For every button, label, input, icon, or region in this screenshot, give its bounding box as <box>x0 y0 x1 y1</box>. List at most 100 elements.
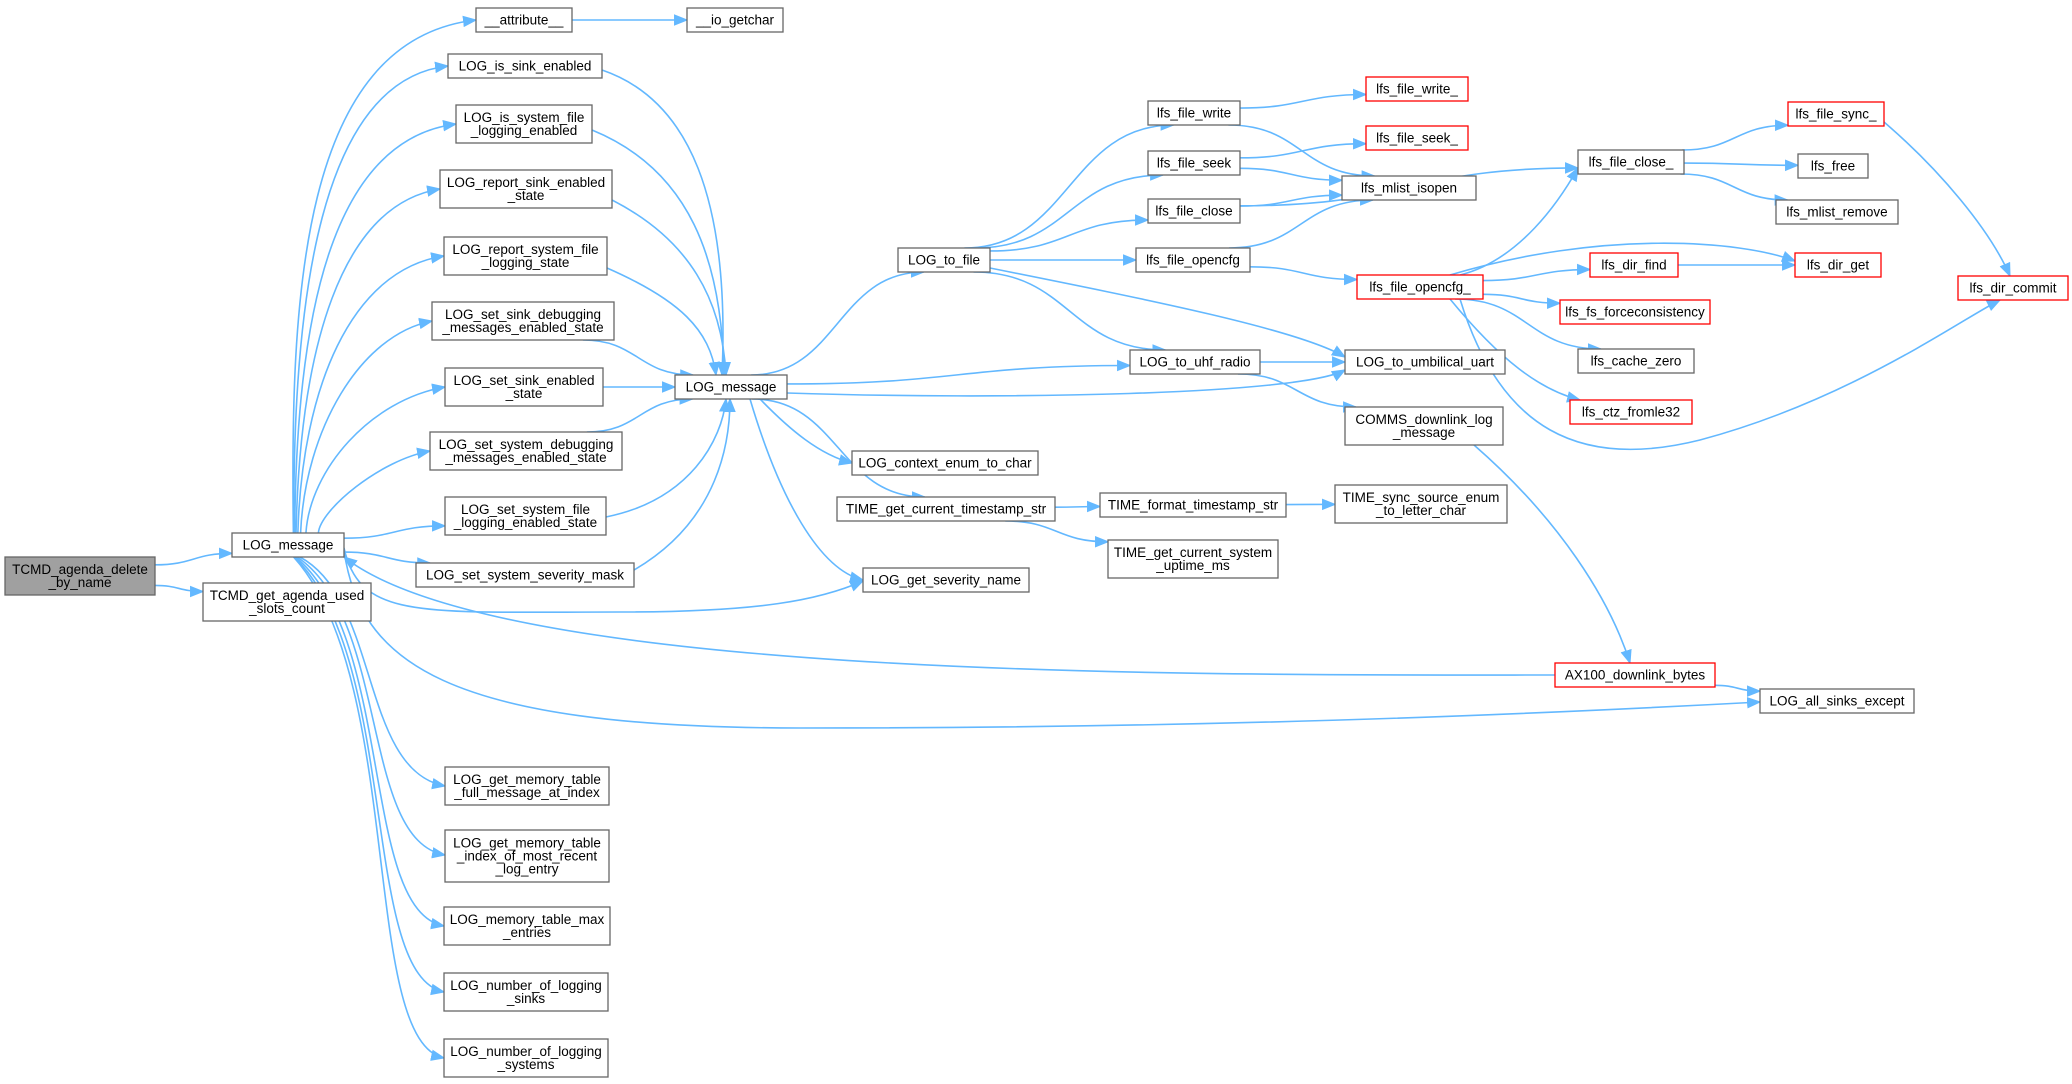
edge-n15-to-n34 <box>973 271 1167 356</box>
node-box <box>897 247 991 273</box>
node-log-set-sink-enabled-state[interactable]: LOG_set_sink_enabled_state <box>444 367 604 407</box>
node-box <box>447 53 603 79</box>
node-lfs-free[interactable]: lfs_free <box>1797 153 1869 179</box>
node-attribute[interactable]: __attribute__ <box>475 7 573 33</box>
node-box <box>444 367 604 407</box>
node-label-line: LOG_set_system_file <box>461 502 590 517</box>
edge-n14-to-n42 <box>749 398 865 583</box>
node-log-context-enum-to-char[interactable]: LOG_context_enum_to_char <box>851 450 1039 476</box>
node-label-line: LOG_set_system_severity_mask <box>426 568 624 583</box>
edge-n16-to-n20 <box>1239 88 1368 109</box>
node-lfs-file-close[interactable]: lfs_file_close <box>1147 198 1241 224</box>
node-log-report-system-file-logging-state[interactable]: LOG_report_system_file_logging_state <box>443 236 608 276</box>
node-log-number-of-logging-sinks[interactable]: LOG_number_of_logging_sinks <box>443 972 609 1012</box>
node-log-to-file[interactable]: LOG_to_file <box>897 247 991 273</box>
node-box <box>1759 688 1915 714</box>
node-label-line: lfs_mlist_isopen <box>1361 181 1457 196</box>
edge-n25-to-n30 <box>1883 121 2011 278</box>
node-lfs-file-seek[interactable]: lfs_file_seek <box>1147 150 1241 176</box>
node-lfs-mlist-isopen[interactable]: lfs_mlist_isopen <box>1341 175 1477 201</box>
node-label-line: _message <box>1392 425 1455 440</box>
node-log-is-system-file-logging-enabled[interactable]: LOG_is_system_file_logging_enabled <box>455 104 593 144</box>
node-label-line: lfs_file_opencfg_ <box>1369 280 1471 295</box>
node-lfs-dir-find[interactable]: lfs_dir_find <box>1589 252 1679 278</box>
node-box <box>1344 406 1504 446</box>
node-box <box>1356 274 1484 300</box>
node-lfs-file-opencfg[interactable]: lfs_file_opencfg_ <box>1356 274 1484 300</box>
node-label-line: LOG_is_sink_enabled <box>459 59 592 74</box>
node-lfs-dir-commit[interactable]: lfs_dir_commit <box>1957 275 2069 301</box>
node-label-line: LOG_set_sink_debugging <box>445 307 601 322</box>
node-label-line: LOG_is_system_file <box>464 110 585 125</box>
node-lfs-fs-forceconsistency[interactable]: lfs_fs_forceconsistency <box>1559 299 1711 325</box>
node-label-line: TCMD_get_agenda_used <box>210 588 365 603</box>
node-log-set-sink-debugging-messages-enabled-state[interactable]: LOG_set_sink_debugging_messages_enabled_… <box>431 301 615 341</box>
node-box <box>686 7 784 33</box>
node-log-to-uhf-radio[interactable]: LOG_to_uhf_radio <box>1129 349 1261 375</box>
node-lfs-cache-zero[interactable]: lfs_cache_zero <box>1577 348 1695 374</box>
node-lfs-file-sync[interactable]: lfs_file_sync_ <box>1787 101 1885 127</box>
node-log-set-system-file-logging-enabled-state[interactable]: LOG_set_system_file_logging_enabled_stat… <box>444 496 607 536</box>
node-log-all-sinks-except[interactable]: LOG_all_sinks_except <box>1759 688 1915 714</box>
node-lfs-file-opencfg[interactable]: lfs_file_opencfg <box>1135 247 1251 273</box>
node-label-line: LOG_context_enum_to_char <box>858 456 1032 471</box>
node-log-message[interactable]: LOG_message <box>674 374 788 400</box>
node-comms-downlink-log-message[interactable]: COMMS_downlink_log_message <box>1344 406 1504 446</box>
node-box <box>439 169 613 209</box>
node-label-line: lfs_file_seek_ <box>1376 131 1458 146</box>
node-lfs-file-seek[interactable]: lfs_file_seek_ <box>1365 125 1469 151</box>
node-box <box>1787 101 1885 127</box>
node-box <box>836 496 1056 522</box>
node-box <box>1344 349 1506 375</box>
edge-n24-to-n33 <box>1449 298 1582 403</box>
edge-n14-to-n37 <box>759 398 854 466</box>
node-label-line: _uptime_ms <box>1155 558 1230 573</box>
node-log-get-memory-table-index-of-most-recent-log-entry[interactable]: LOG_get_memory_table_index_of_most_recen… <box>444 829 610 883</box>
edge-n15-to-n16 <box>964 119 1176 249</box>
edge-n1-to-n45 <box>299 556 447 790</box>
node-tcmd-agenda-delete-by-name[interactable]: TCMD_agenda_delete_by_name <box>4 556 156 596</box>
node-label-line: lfs_mlist_remove <box>1786 205 1887 220</box>
node-lfs-file-close[interactable]: lfs_file_close_ <box>1577 149 1685 175</box>
node-log-set-system-debugging-messages-enabled-state[interactable]: LOG_set_system_debugging_messages_enable… <box>429 431 623 471</box>
node-box <box>1135 247 1251 273</box>
node-log-get-severity-name[interactable]: LOG_get_severity_name <box>862 567 1030 593</box>
node-log-is-sink-enabled[interactable]: LOG_is_sink_enabled <box>447 53 603 79</box>
node-lfs-file-write[interactable]: lfs_file_write_ <box>1365 76 1469 102</box>
node-box <box>1577 149 1685 175</box>
node-log-number-of-logging-systems[interactable]: LOG_number_of_logging_systems <box>443 1038 609 1078</box>
node-log-set-system-severity-mask[interactable]: LOG_set_system_severity_mask <box>415 562 635 588</box>
edge-n24-to-n28 <box>1482 263 1592 282</box>
node-time-get-current-system-uptime-ms[interactable]: TIME_get_current_system_uptime_ms <box>1107 539 1279 579</box>
node-box <box>1147 100 1241 126</box>
edge-n1-to-n8 <box>297 252 446 534</box>
node-label-line: LOG_number_of_logging <box>450 978 602 993</box>
node-label-line: lfs_file_sync_ <box>1795 107 1877 122</box>
node-lfs-mlist-remove[interactable]: lfs_mlist_remove <box>1775 199 1899 225</box>
node-label-line: _by_name <box>47 575 111 590</box>
node-log-get-memory-table-full-message-at-index[interactable]: LOG_get_memory_table_full_message_at_ind… <box>444 766 610 806</box>
node-tcmd-get-agenda-used-slots-count[interactable]: TCMD_get_agenda_used_slots_count <box>202 582 372 622</box>
node-io-getchar[interactable]: __io_getchar <box>686 7 784 33</box>
node-log-memory-table-max-entries[interactable]: LOG_memory_table_max_entries <box>443 906 611 946</box>
edge-n1-to-n3 <box>292 15 478 534</box>
node-log-message[interactable]: LOG_message <box>231 532 345 558</box>
node-label-line: _logging_enabled <box>470 123 578 138</box>
node-time-format-timestamp-str[interactable]: TIME_format_timestamp_str <box>1099 492 1287 518</box>
node-log-to-umbilical-uart[interactable]: LOG_to_umbilical_uart <box>1344 349 1506 375</box>
node-time-get-current-timestamp-str[interactable]: TIME_get_current_timestamp_str <box>836 496 1056 522</box>
node-box <box>455 104 593 144</box>
node-ax100-downlink-bytes[interactable]: AX100_downlink_bytes <box>1554 662 1716 688</box>
node-time-sync-source-enum-to-letter-char[interactable]: TIME_sync_source_enum_to_letter_char <box>1334 484 1508 524</box>
edge-n0-to-n2 <box>154 584 205 598</box>
node-box <box>1129 349 1261 375</box>
node-box <box>4 556 156 596</box>
node-label-line: LOG_memory_table_max <box>450 912 605 927</box>
node-lfs-ctz-fromle32[interactable]: lfs_ctz_fromle32 <box>1569 399 1693 425</box>
node-lfs-dir-get[interactable]: lfs_dir_get <box>1794 252 1882 278</box>
node-label-line: LOG_all_sinks_except <box>1769 694 1904 709</box>
node-box <box>1554 662 1716 688</box>
node-lfs-file-write[interactable]: lfs_file_write <box>1147 100 1241 126</box>
node-log-report-sink-enabled-state[interactable]: LOG_report_sink_enabled_state <box>439 169 613 209</box>
